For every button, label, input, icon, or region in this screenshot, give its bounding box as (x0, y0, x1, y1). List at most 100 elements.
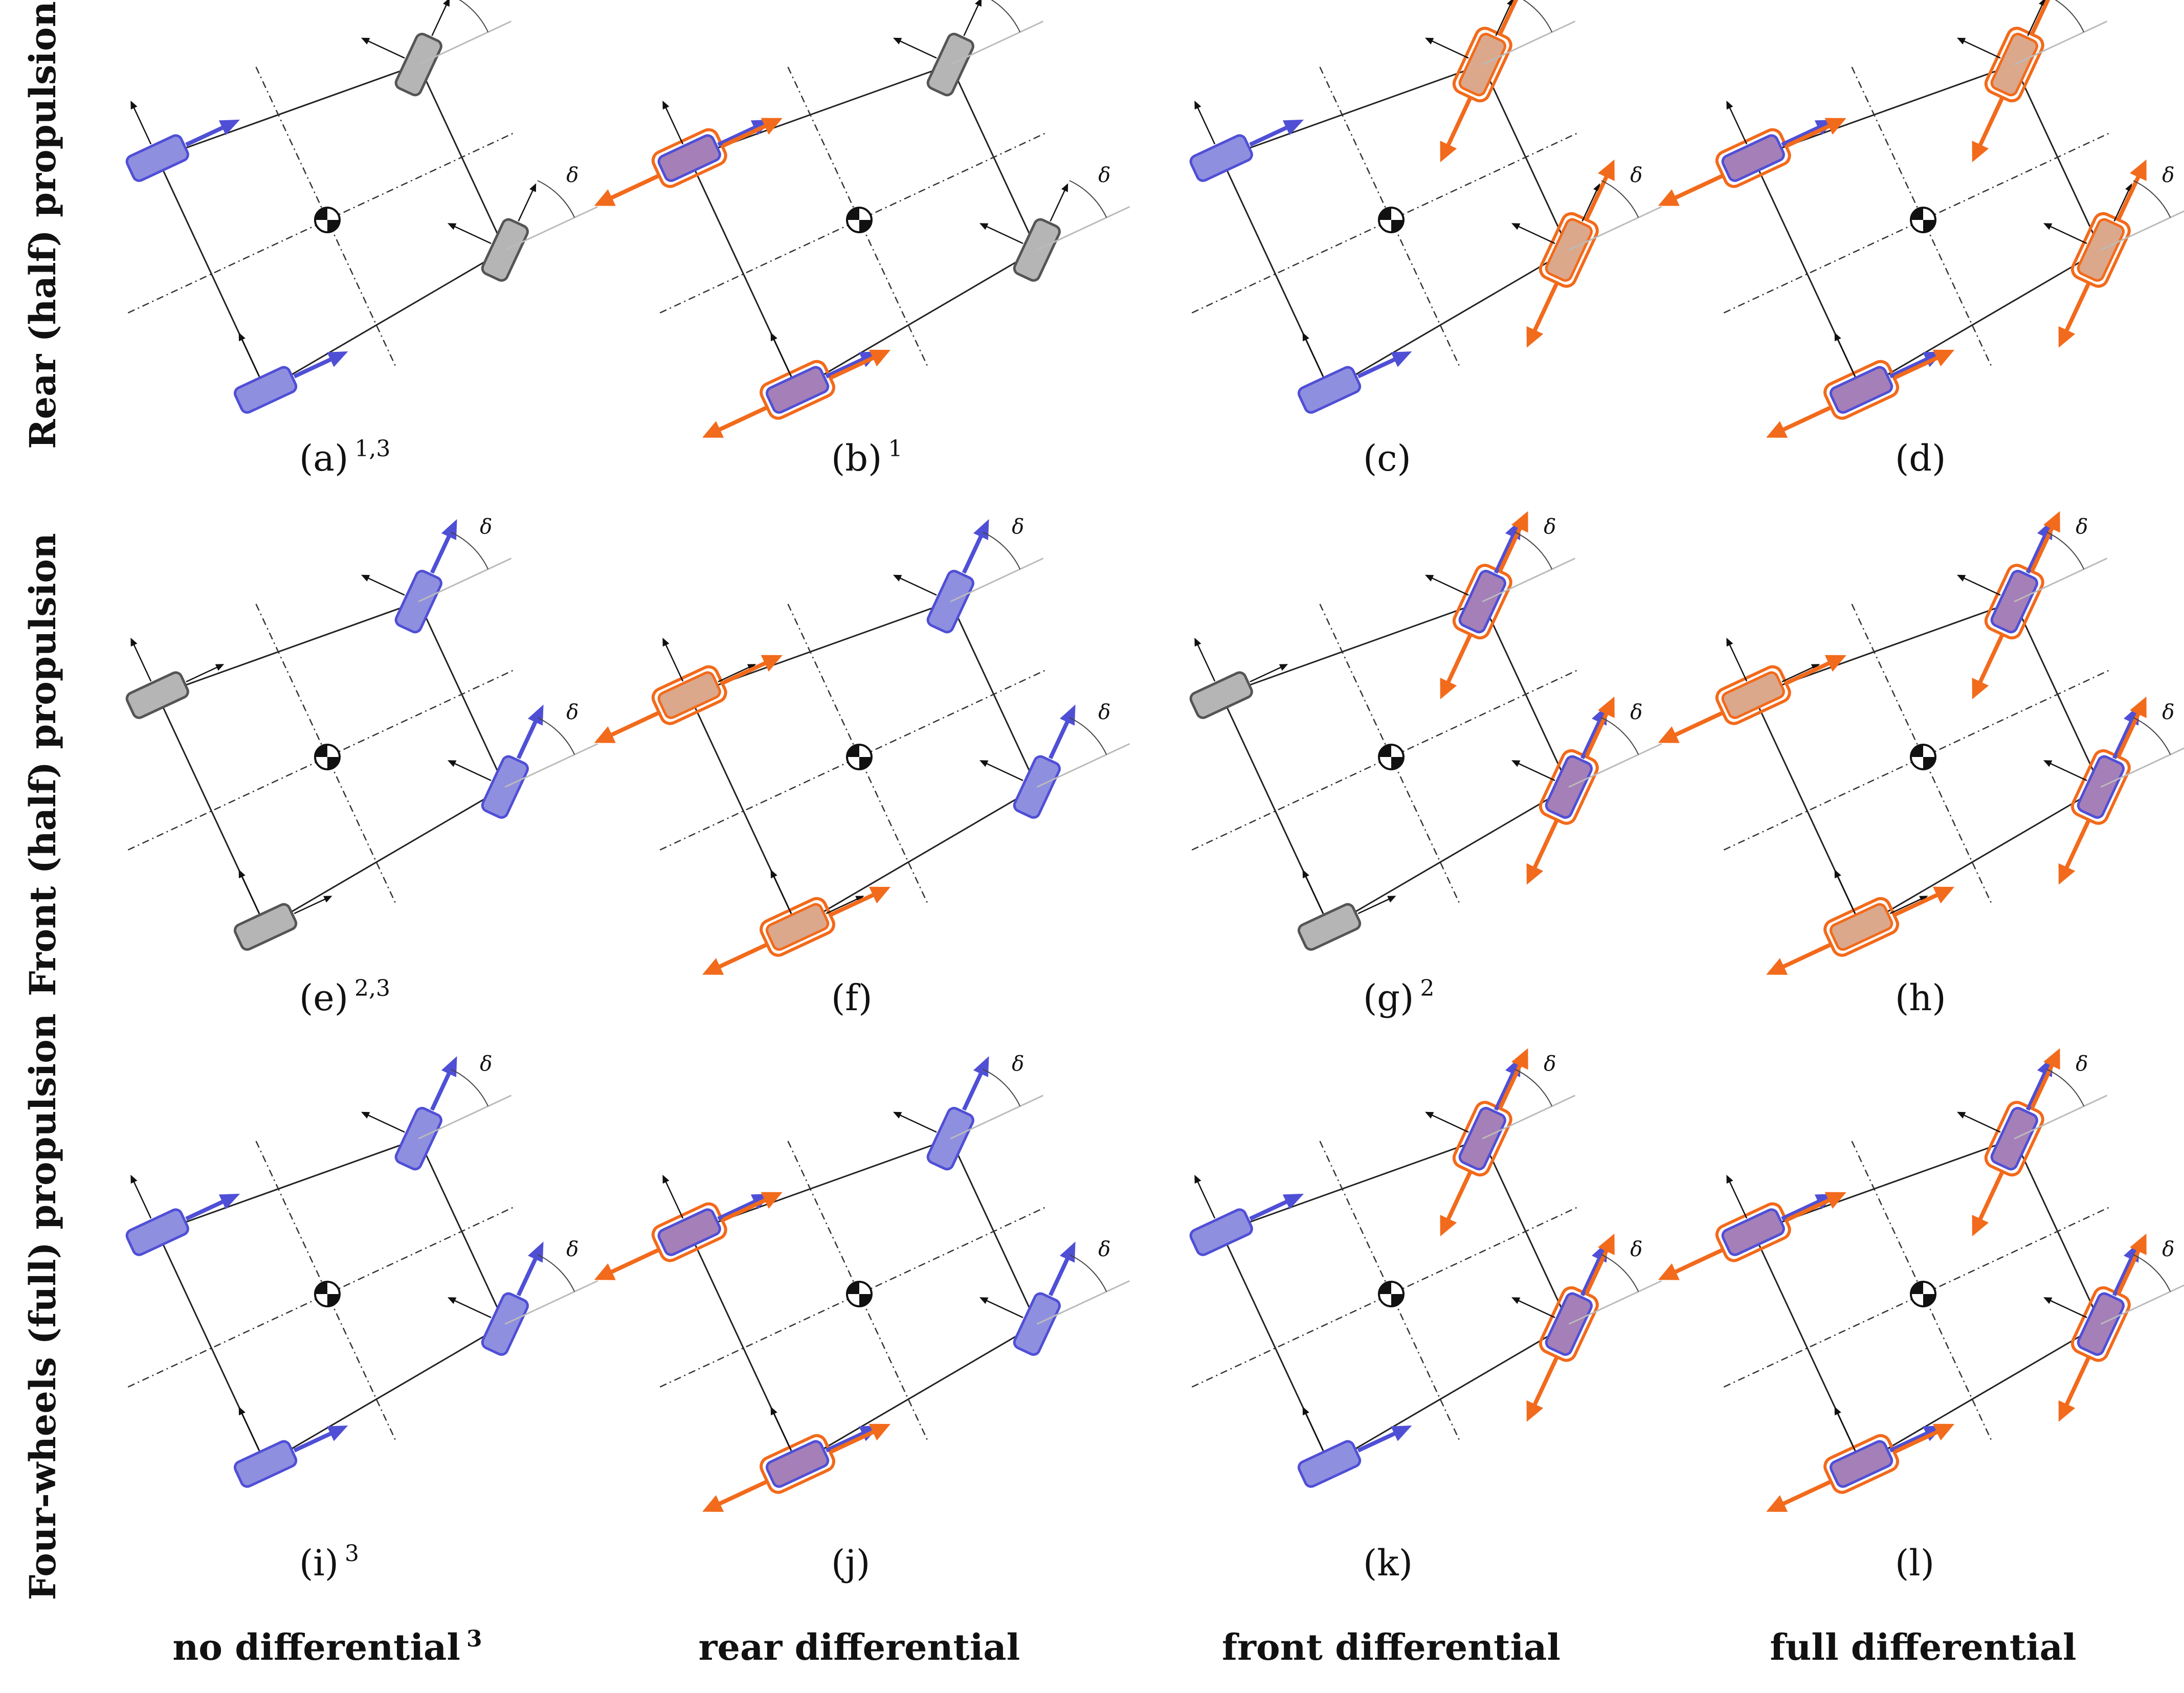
drive-force-arrowhead (441, 1056, 457, 1078)
tire (1189, 1208, 1253, 1256)
heading-line (504, 206, 598, 251)
differential-backward-arrowhead (2058, 863, 2076, 885)
row-title: Four-wheels (full) propulsion (21, 1013, 64, 1600)
cog-quadrant (1379, 745, 1391, 757)
lateral-arrow (1835, 1408, 1856, 1451)
panel: δδ(j) (594, 1052, 1130, 1584)
differential-backward-arrowhead (594, 726, 616, 743)
lateral-force (447, 760, 492, 782)
differential-forward-arrowhead (1598, 696, 1615, 718)
heading-line (418, 558, 512, 603)
differential-forward-arrowhead (1933, 1423, 1955, 1441)
wheel (1440, 511, 1528, 700)
panel-caption: (f) (831, 977, 873, 1019)
wheel (1766, 349, 1955, 438)
steering-reference: δ (504, 164, 598, 251)
steering-angle-arc (2046, 0, 2085, 33)
drive-force-arrowhead (528, 704, 544, 726)
steering-angle-arc (1069, 180, 1107, 218)
tire (1829, 1440, 1893, 1488)
steering-reference: δ (950, 0, 1044, 65)
panel: δδ(k) (1189, 1048, 1662, 1584)
panel-caption-superscript: 1 (888, 436, 902, 462)
differential-backward-arrowhead (594, 189, 616, 206)
steering-angle-arc (983, 1068, 1021, 1107)
lateral-arrowhead (361, 574, 370, 582)
steering-angle-arc (1069, 1254, 1107, 1292)
panel-caption: (h) (1895, 977, 1946, 1019)
tire (1297, 1440, 1362, 1488)
steering-reference: δ (1568, 701, 1662, 788)
heading-line (2014, 20, 2108, 65)
lateral-force (361, 574, 405, 596)
lateral-arrowhead (1194, 1174, 1201, 1184)
lateral-arrowhead (1302, 332, 1309, 342)
column-title-text: front differential (1222, 1626, 1561, 1668)
wheel (1766, 886, 1955, 975)
steering-angle-label: δ (480, 1052, 492, 1076)
lateral-arrow (1427, 1112, 1469, 1133)
column-title: rear differential (699, 1626, 1020, 1668)
lateral-force (662, 100, 684, 145)
wheel (1440, 0, 1526, 163)
differential-backward-arrowhead (702, 958, 724, 975)
wheel (594, 655, 783, 743)
wheel (702, 886, 891, 975)
lateral-arrowhead (662, 1174, 670, 1184)
steering-angle-arc (2133, 180, 2171, 218)
velocity-arrow (1495, 0, 1513, 36)
velocity-arrow (826, 896, 863, 915)
lateral-arrowhead (1424, 1111, 1434, 1119)
differential-forward-arrowhead (1598, 159, 1615, 181)
differential-forward-arrowhead (1824, 118, 1846, 135)
wheel (1526, 696, 1615, 885)
heading-line (1482, 20, 1576, 65)
differential-backward-arrowhead (1766, 958, 1788, 975)
steering-angle-label: δ (1012, 1052, 1024, 1076)
differential-backward-arrowhead (1972, 678, 1989, 700)
lateral-force (1956, 1111, 2001, 1133)
lateral-arrowhead (770, 1406, 777, 1416)
cog-quadrant (1911, 208, 1923, 220)
differential-backward-arrowhead (2058, 1400, 2076, 1422)
lateral-arrow (1194, 1176, 1216, 1219)
drive-force-arrowhead (528, 1241, 544, 1263)
steering-angle-arc (537, 1254, 575, 1292)
differential-backward-arrowhead (1440, 1215, 1457, 1237)
lateral-force (1834, 332, 1856, 376)
velocity-arrowhead (529, 183, 537, 192)
tire (765, 1440, 830, 1488)
steering-angle-arc (451, 0, 489, 33)
drive-force-arrowhead (1060, 1241, 1076, 1263)
cog-quadrant (1923, 1294, 1935, 1306)
drive-force-arrowhead (1060, 704, 1076, 726)
lateral-force (1726, 1174, 1748, 1219)
wheel (594, 118, 783, 206)
wheel (1972, 511, 2060, 700)
heading-line (1482, 1095, 1576, 1140)
wheel (926, 519, 989, 634)
steering-reference: δ (504, 1238, 598, 1325)
steering-angle-label: δ (1630, 1238, 1642, 1261)
lateral-arrow (1427, 575, 1469, 596)
lateral-arrowhead (361, 37, 370, 44)
heading-line (1036, 1280, 1130, 1325)
velocity-arrow (431, 0, 450, 36)
lateral-arrowhead (1956, 37, 1966, 44)
steering-angle-label: δ (566, 1238, 578, 1261)
differential-forward-arrow (1498, 0, 1526, 34)
steering-angle-arc (1601, 180, 1639, 218)
heading-line (950, 20, 1044, 65)
heading-line (418, 20, 512, 65)
wheel (1297, 351, 1412, 414)
lateral-force (238, 1406, 260, 1451)
panel: δδ(i)3 (125, 1052, 598, 1584)
tire (1189, 134, 1253, 182)
steering-angle-label: δ (2076, 515, 2088, 539)
lateral-arrow (1194, 102, 1216, 145)
lateral-force (1726, 100, 1748, 145)
differential-backward-arrowhead (1526, 1400, 1544, 1422)
lateral-force (662, 1174, 684, 1219)
steering-reference: δ (504, 701, 598, 788)
differential-backward-arrowhead (1766, 421, 1788, 438)
